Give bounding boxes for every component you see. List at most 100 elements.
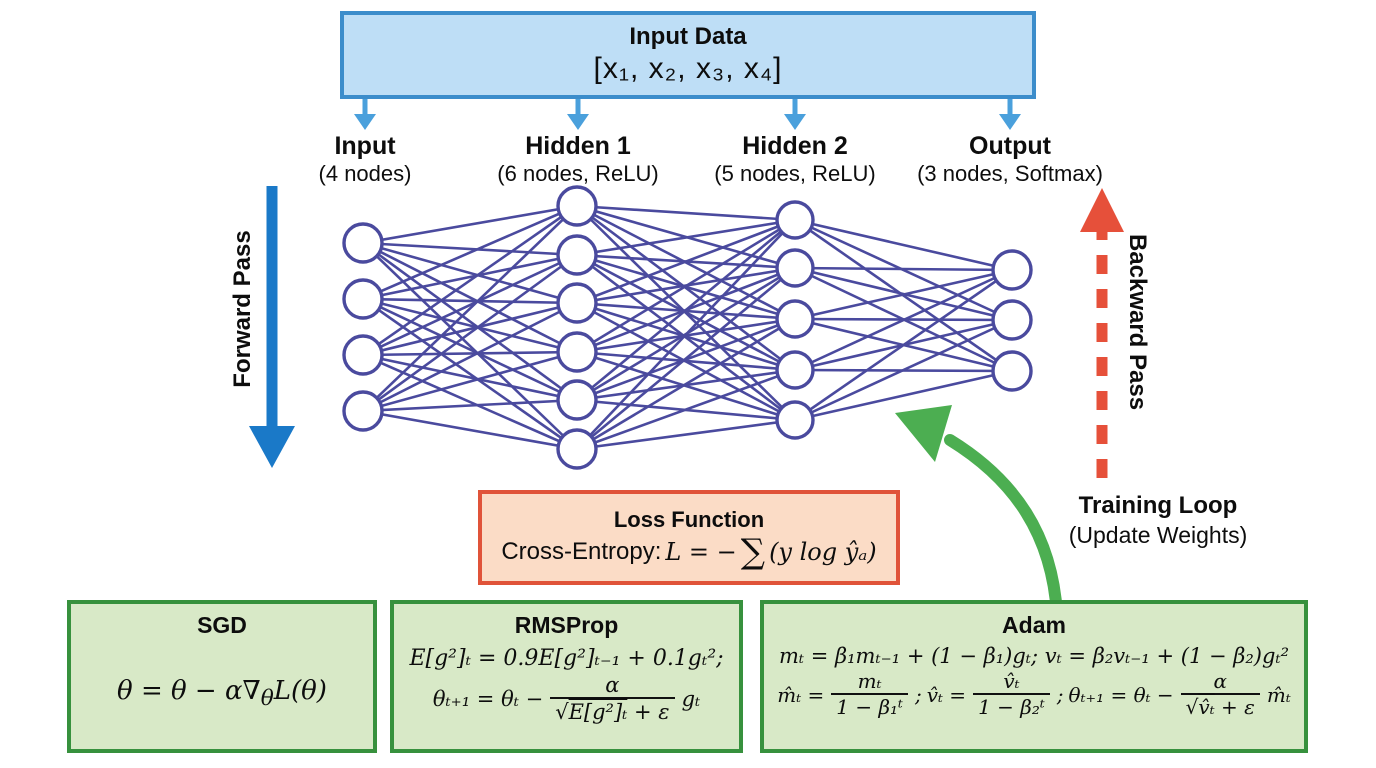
network-node-input	[342, 222, 384, 264]
network-edge	[794, 218, 1013, 373]
network-edge	[794, 317, 1013, 373]
network-node-input	[342, 390, 384, 432]
network-edge	[576, 266, 796, 305]
network-edge	[576, 350, 796, 372]
adam-f1-fraction: mₜ 1 − β₁ᵗ	[831, 670, 908, 720]
network-node-output	[991, 249, 1033, 291]
network-node-output	[991, 299, 1033, 341]
network-edge	[576, 204, 796, 321]
network-edge	[576, 301, 796, 422]
network-node-hidden2	[775, 248, 815, 288]
network-edge	[362, 297, 578, 451]
adam-box: Adam mₜ = β₁mₜ₋₁ + (1 − β₁)gₜ; vₜ = β₂vₜ…	[760, 600, 1308, 753]
sgd-formula: θ = θ − α∇θL(θ)	[117, 676, 327, 711]
network-edge	[576, 205, 796, 421]
network-edge	[794, 218, 1013, 272]
network-edge	[794, 318, 1013, 372]
layer-title: Output	[969, 132, 1051, 160]
network-edge	[362, 350, 578, 357]
network-edge	[794, 268, 1013, 321]
adam-f3-fraction: α √v̂ₜ + ε	[1180, 669, 1260, 720]
network-edge	[576, 218, 796, 402]
network-edge	[576, 218, 796, 305]
fraction-denominator: √E[g²]ₜ + ε	[550, 697, 675, 725]
input-flow-arrowhead	[567, 114, 589, 130]
layer-label-input: Input (4 nodes)	[235, 132, 495, 187]
rmsprop-line2-post: gₜ	[681, 687, 701, 712]
training-loop-label: Training Loop (Update Weights)	[1023, 492, 1293, 550]
loss-formula: Cross-Entropy: L = − ∑ (y log ŷₐ)	[501, 535, 876, 569]
loss-label: Cross-Entropy:	[501, 537, 662, 565]
training-loop-title: Training Loop	[1078, 492, 1238, 519]
network-edge	[576, 219, 796, 450]
denominator-rest: + ε	[627, 700, 670, 725]
network-edge	[362, 253, 578, 357]
network-edge	[362, 241, 578, 305]
network-edge	[362, 253, 578, 301]
network-edge	[362, 353, 578, 402]
network-node-hidden1	[556, 234, 598, 276]
network-edge	[576, 317, 796, 402]
network-edge	[794, 268, 1013, 422]
network-edge	[576, 368, 796, 402]
network-edge	[576, 218, 796, 354]
forward-pass-label: Forward Pass	[229, 230, 256, 388]
input-flow-arrowhead	[999, 114, 1021, 130]
network-edge	[576, 350, 796, 422]
input-flow-arrowhead	[784, 114, 806, 130]
adam-f2-post: ;	[1056, 683, 1064, 707]
network-edge	[576, 368, 796, 451]
input-data-box: Input Data [x₁, x₂, x₃, x₄]	[340, 11, 1036, 99]
network-node-hidden1	[556, 282, 598, 324]
input-vector: [x₁, x₂, x₃, x₄]	[593, 52, 783, 86]
fraction-numerator: α	[1213, 669, 1228, 693]
rmsprop-line2: θₜ₊₁ = θₜ − α √E[g²]ₜ + ε gₜ	[433, 673, 700, 725]
layer-subtitle: (4 nodes)	[318, 160, 412, 186]
loss-math-lhs: L = −	[665, 537, 737, 566]
network-edge	[576, 204, 796, 270]
fraction-numerator: mₜ	[857, 669, 882, 693]
training-loop-arrowhead	[895, 405, 952, 462]
sgd-formula-sub: θ	[260, 686, 274, 712]
network-edge	[794, 218, 1013, 322]
sum-symbol: ∑	[740, 531, 766, 572]
loss-function-box: Loss Function Cross-Entropy: L = − ∑ (y …	[478, 490, 900, 585]
network-edge	[576, 398, 796, 422]
rmsprop-title: RMSProp	[514, 612, 619, 638]
network-edge	[362, 204, 578, 245]
layer-label-hidden1: Hidden 1 (6 nodes, ReLU)	[448, 132, 708, 187]
network-node-output	[991, 350, 1033, 392]
adam-f2-fraction: v̂ₜ 1 − β₂ᵗ	[973, 670, 1050, 720]
network-edge	[362, 353, 578, 451]
layer-subtitle: (5 nodes, ReLU)	[714, 160, 876, 186]
network-node-input	[342, 278, 384, 320]
adam-f1-pre: m̂ₜ =	[777, 683, 825, 707]
fraction-numerator: v̂ₜ	[1003, 669, 1020, 693]
network-edge	[794, 368, 1013, 373]
network-edge	[794, 317, 1013, 322]
training-loop-subtitle: (Update Weights)	[1068, 521, 1248, 548]
fraction-denominator: 1 − β₂ᵗ	[973, 693, 1050, 720]
network-edge	[576, 253, 796, 372]
network-edge	[362, 409, 578, 451]
network-node-input	[342, 334, 384, 376]
network-edge	[576, 266, 796, 402]
rmsprop-box: RMSProp E[g²]ₜ = 0.9E[g²]ₜ₋₁ + 0.1gₜ²; θ…	[390, 600, 743, 753]
network-node-hidden1	[556, 379, 598, 421]
radicand: v̂ₜ	[1198, 695, 1215, 719]
adam-line2: m̂ₜ = mₜ 1 − β₁ᵗ ; v̂ₜ = v̂ₜ 1 − β₂ᵗ ; θ…	[777, 670, 1291, 720]
network-edge	[576, 253, 796, 321]
network-edge	[576, 317, 796, 354]
network-edge	[362, 204, 578, 357]
denominator-rest: + ε	[1214, 695, 1255, 719]
network-edge	[362, 204, 578, 301]
network-edge	[362, 398, 578, 413]
radicand: E[g²]ₜ	[568, 700, 628, 725]
network-edge	[362, 253, 578, 413]
network-node-hidden1	[556, 185, 598, 227]
loss-math-rhs: (y log ŷₐ)	[769, 537, 877, 566]
fraction-numerator: α	[605, 673, 620, 697]
network-edge	[576, 253, 796, 422]
loss-title: Loss Function	[613, 506, 765, 532]
layer-subtitle: (3 nodes, Softmax)	[917, 160, 1103, 186]
